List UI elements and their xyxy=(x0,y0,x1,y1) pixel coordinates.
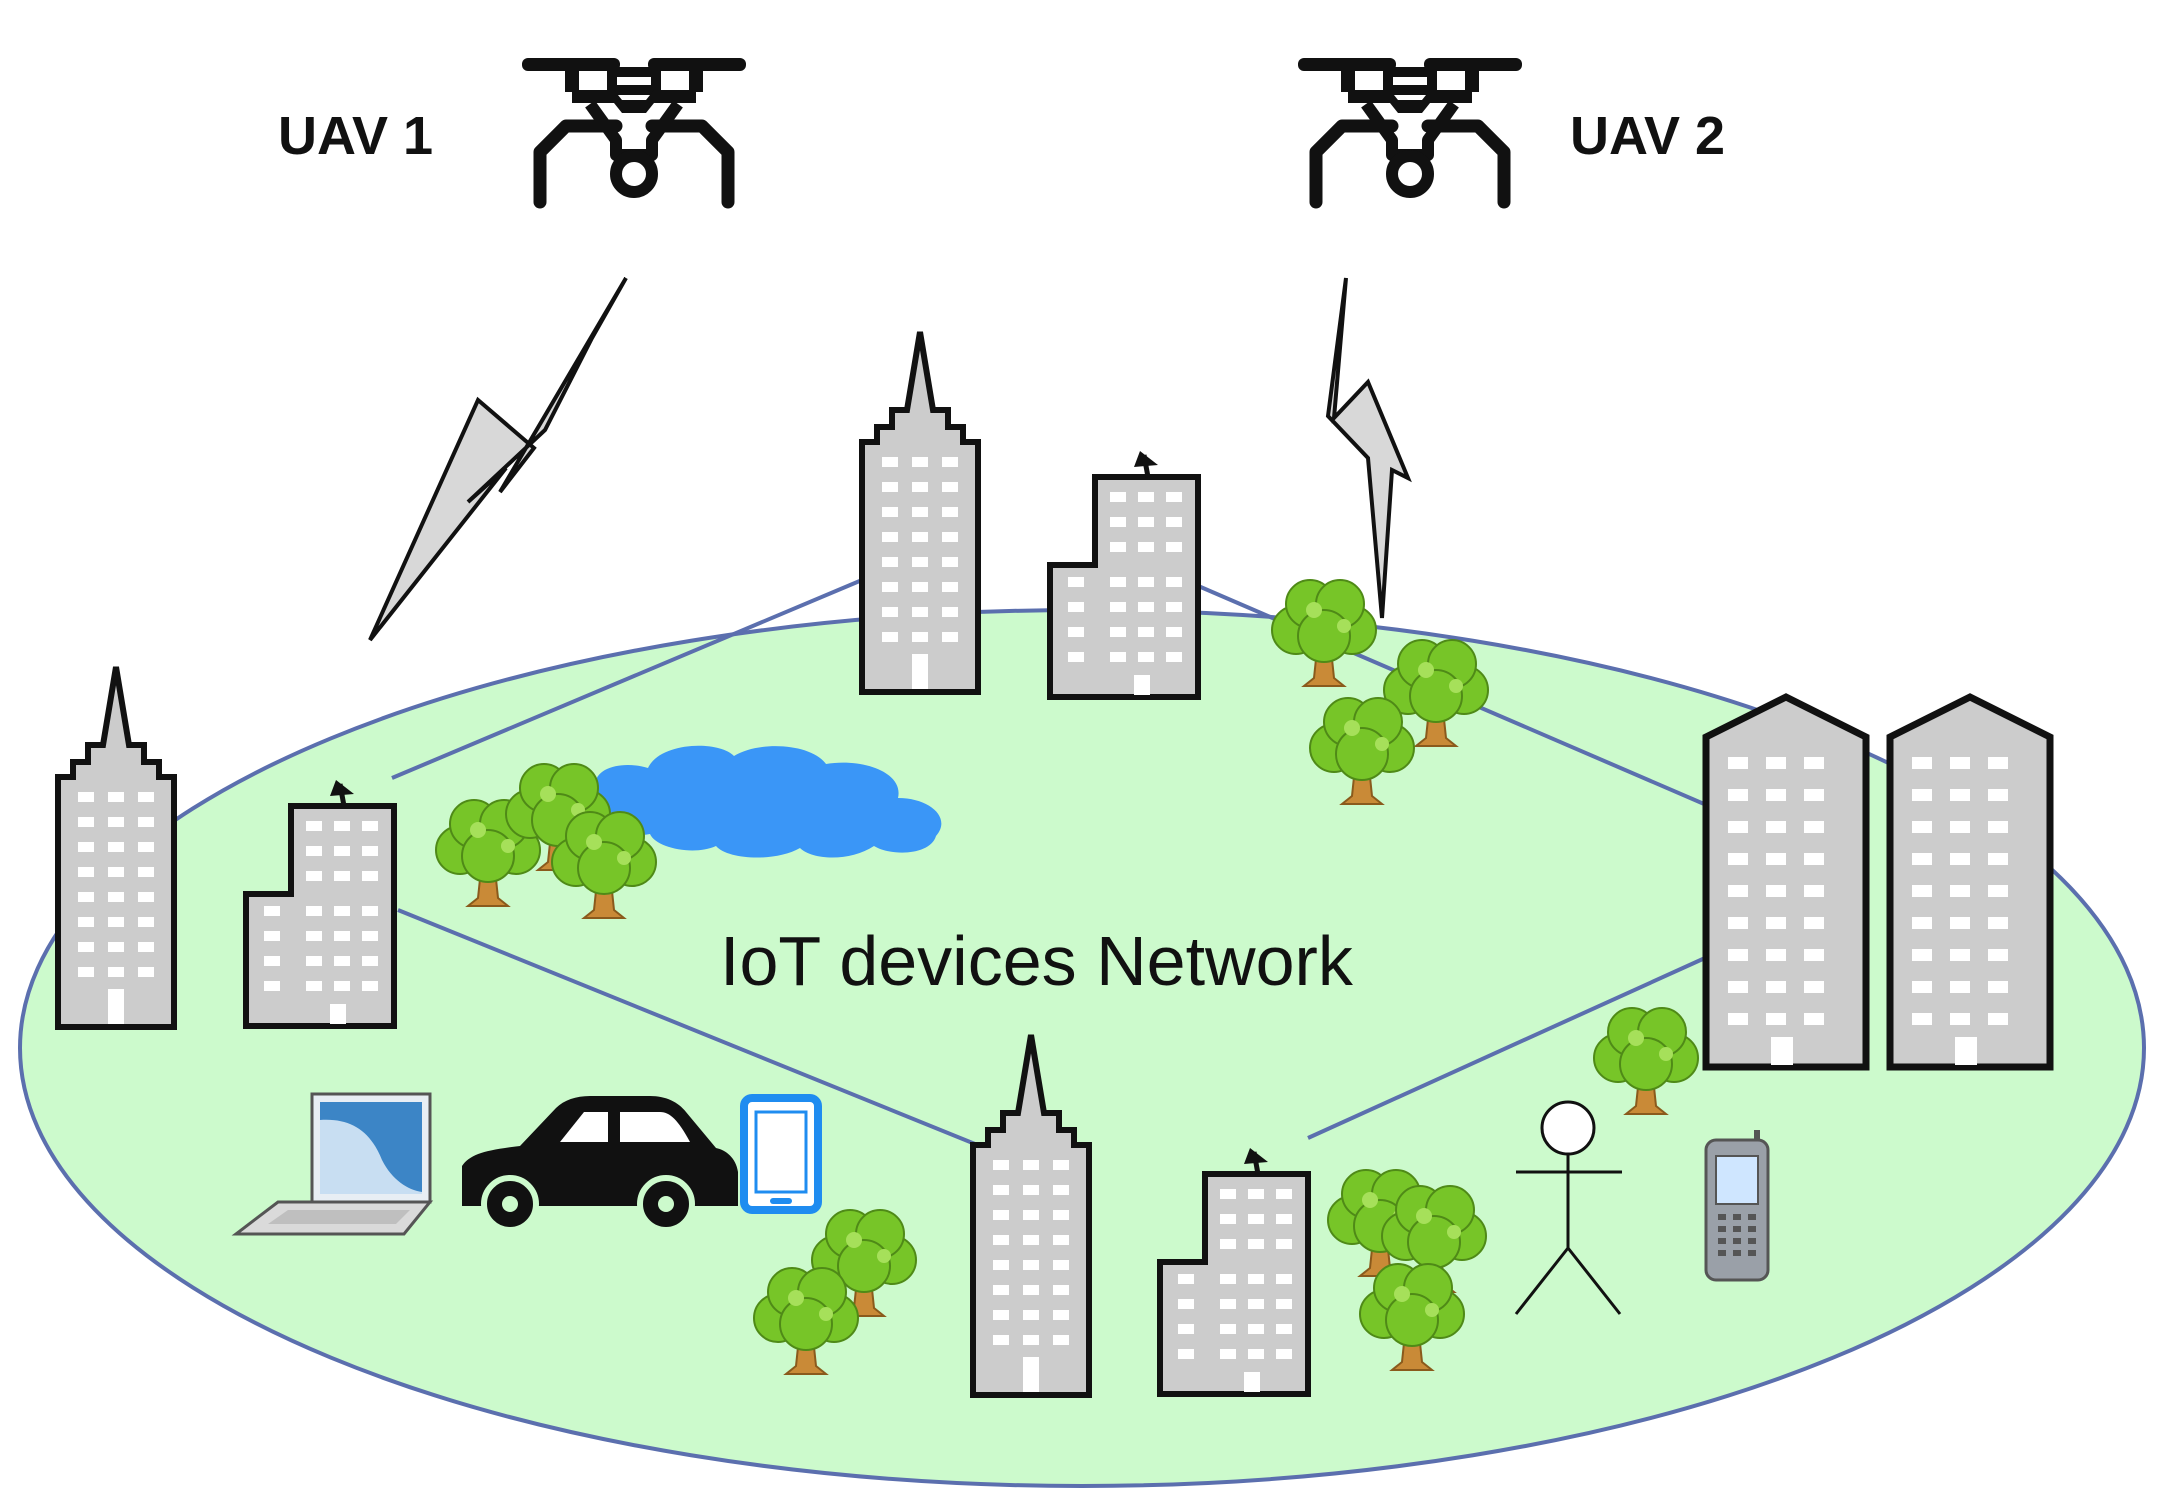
uav-1-label: UAV 1 xyxy=(278,106,433,166)
lightning-link-icon xyxy=(368,276,628,642)
tablet-icon xyxy=(740,1094,822,1214)
apartment-building-icon xyxy=(1706,697,1866,1067)
office-building-icon xyxy=(1050,451,1198,697)
skyscraper-icon xyxy=(58,667,174,1027)
person-icon xyxy=(1514,1100,1622,1315)
laptop-icon xyxy=(231,1092,434,1236)
drone-icon xyxy=(1298,58,1522,202)
drone-icon xyxy=(522,58,746,202)
skyscraper-icon xyxy=(862,332,978,692)
network-label: IoT devices Network xyxy=(720,922,1354,1000)
lightning-link-icon xyxy=(1325,277,1412,619)
lake-icon xyxy=(594,745,942,858)
apartment-building-icon xyxy=(1890,697,2050,1067)
mobile-phone-icon xyxy=(1704,1130,1770,1282)
car-icon xyxy=(462,1096,738,1233)
uav-2-label: UAV 2 xyxy=(1570,106,1725,166)
